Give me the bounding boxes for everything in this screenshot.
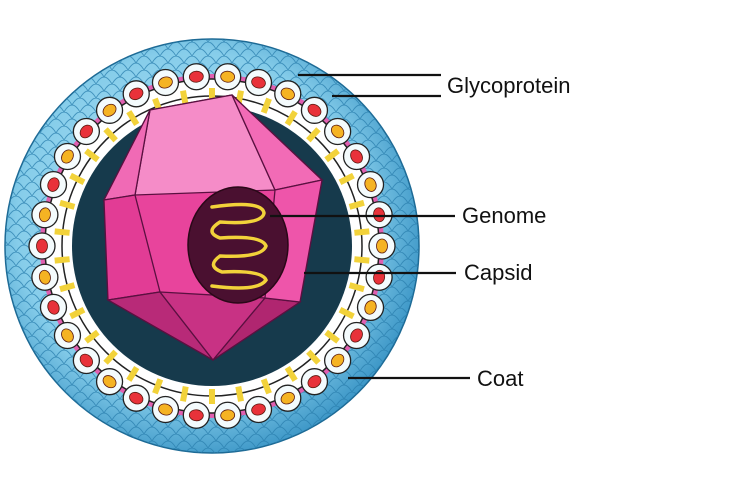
glycoprotein xyxy=(214,401,242,429)
glycoprotein xyxy=(368,232,396,260)
membrane-spike xyxy=(235,386,244,402)
glycoprotein xyxy=(323,117,352,146)
membrane-spike xyxy=(338,172,355,185)
membrane-spike xyxy=(284,110,298,126)
membrane-spike xyxy=(338,307,355,320)
leader-lines xyxy=(270,73,470,380)
membrane-spike xyxy=(260,378,272,395)
glycoprotein xyxy=(53,142,82,171)
membrane-spike xyxy=(284,366,298,382)
glycoprotein xyxy=(244,68,273,97)
glycoprotein xyxy=(72,346,101,375)
glycoprotein xyxy=(39,293,68,322)
glycoprotein xyxy=(365,201,393,229)
glycoprotein xyxy=(95,368,124,396)
glycoprotein xyxy=(53,321,82,350)
membrane-spike xyxy=(348,199,365,210)
label-coat: Coat xyxy=(477,366,523,391)
glycoprotein xyxy=(342,321,371,350)
glycoprotein xyxy=(72,117,101,146)
glycoprotein xyxy=(365,263,393,291)
membrane-spike xyxy=(180,386,189,402)
glycoprotein xyxy=(122,384,150,412)
label-genome: Genome xyxy=(462,203,546,228)
glycoprotein xyxy=(244,395,273,424)
glycoprotein xyxy=(300,368,329,396)
membrane-spike xyxy=(152,378,164,395)
glycoprotein xyxy=(274,384,302,412)
glycoprotein xyxy=(214,63,242,91)
glycoprotein xyxy=(274,80,302,108)
membrane-spike xyxy=(69,307,86,320)
glycoprotein xyxy=(342,142,371,171)
glycoprotein xyxy=(323,346,352,375)
membrane-spike xyxy=(348,282,365,293)
membrane-spike xyxy=(126,110,140,126)
membrane-spike xyxy=(260,97,272,114)
membrane-spike xyxy=(306,127,321,143)
glycoprotein xyxy=(356,293,385,322)
glycoprotein xyxy=(182,401,210,429)
membrane-spike xyxy=(324,329,340,344)
membrane-spike xyxy=(354,228,370,236)
membrane-spike xyxy=(84,148,100,163)
glycoprotein xyxy=(95,96,124,124)
glycoprotein xyxy=(151,68,180,97)
glycoprotein xyxy=(356,170,385,199)
membrane-spike xyxy=(59,282,76,293)
membrane-spike xyxy=(103,127,118,143)
genome xyxy=(187,186,289,304)
glycoprotein xyxy=(122,80,150,108)
membrane-spike xyxy=(69,172,86,185)
glycoprotein xyxy=(31,263,59,291)
glycoprotein xyxy=(31,201,59,229)
genome-strand xyxy=(210,202,268,290)
glycoprotein xyxy=(182,63,210,91)
label-capsid: Capsid xyxy=(464,260,532,285)
membrane-spike xyxy=(54,256,70,264)
membrane-spike xyxy=(59,199,76,210)
membrane-spike xyxy=(54,228,70,236)
membrane-spike xyxy=(324,148,340,163)
membrane-spike xyxy=(103,349,118,365)
glycoprotein xyxy=(151,395,180,424)
glycoprotein xyxy=(28,232,56,260)
membrane-spike xyxy=(354,256,370,264)
glycoproteins xyxy=(28,63,396,429)
membrane-spike xyxy=(84,329,100,344)
membrane-spikes xyxy=(54,88,370,404)
glycoprotein xyxy=(300,96,329,124)
glycoprotein xyxy=(39,170,68,199)
membrane-spike xyxy=(306,349,321,365)
membrane-spike xyxy=(126,366,140,382)
label-glycoprotein: Glycoprotein xyxy=(447,73,571,98)
